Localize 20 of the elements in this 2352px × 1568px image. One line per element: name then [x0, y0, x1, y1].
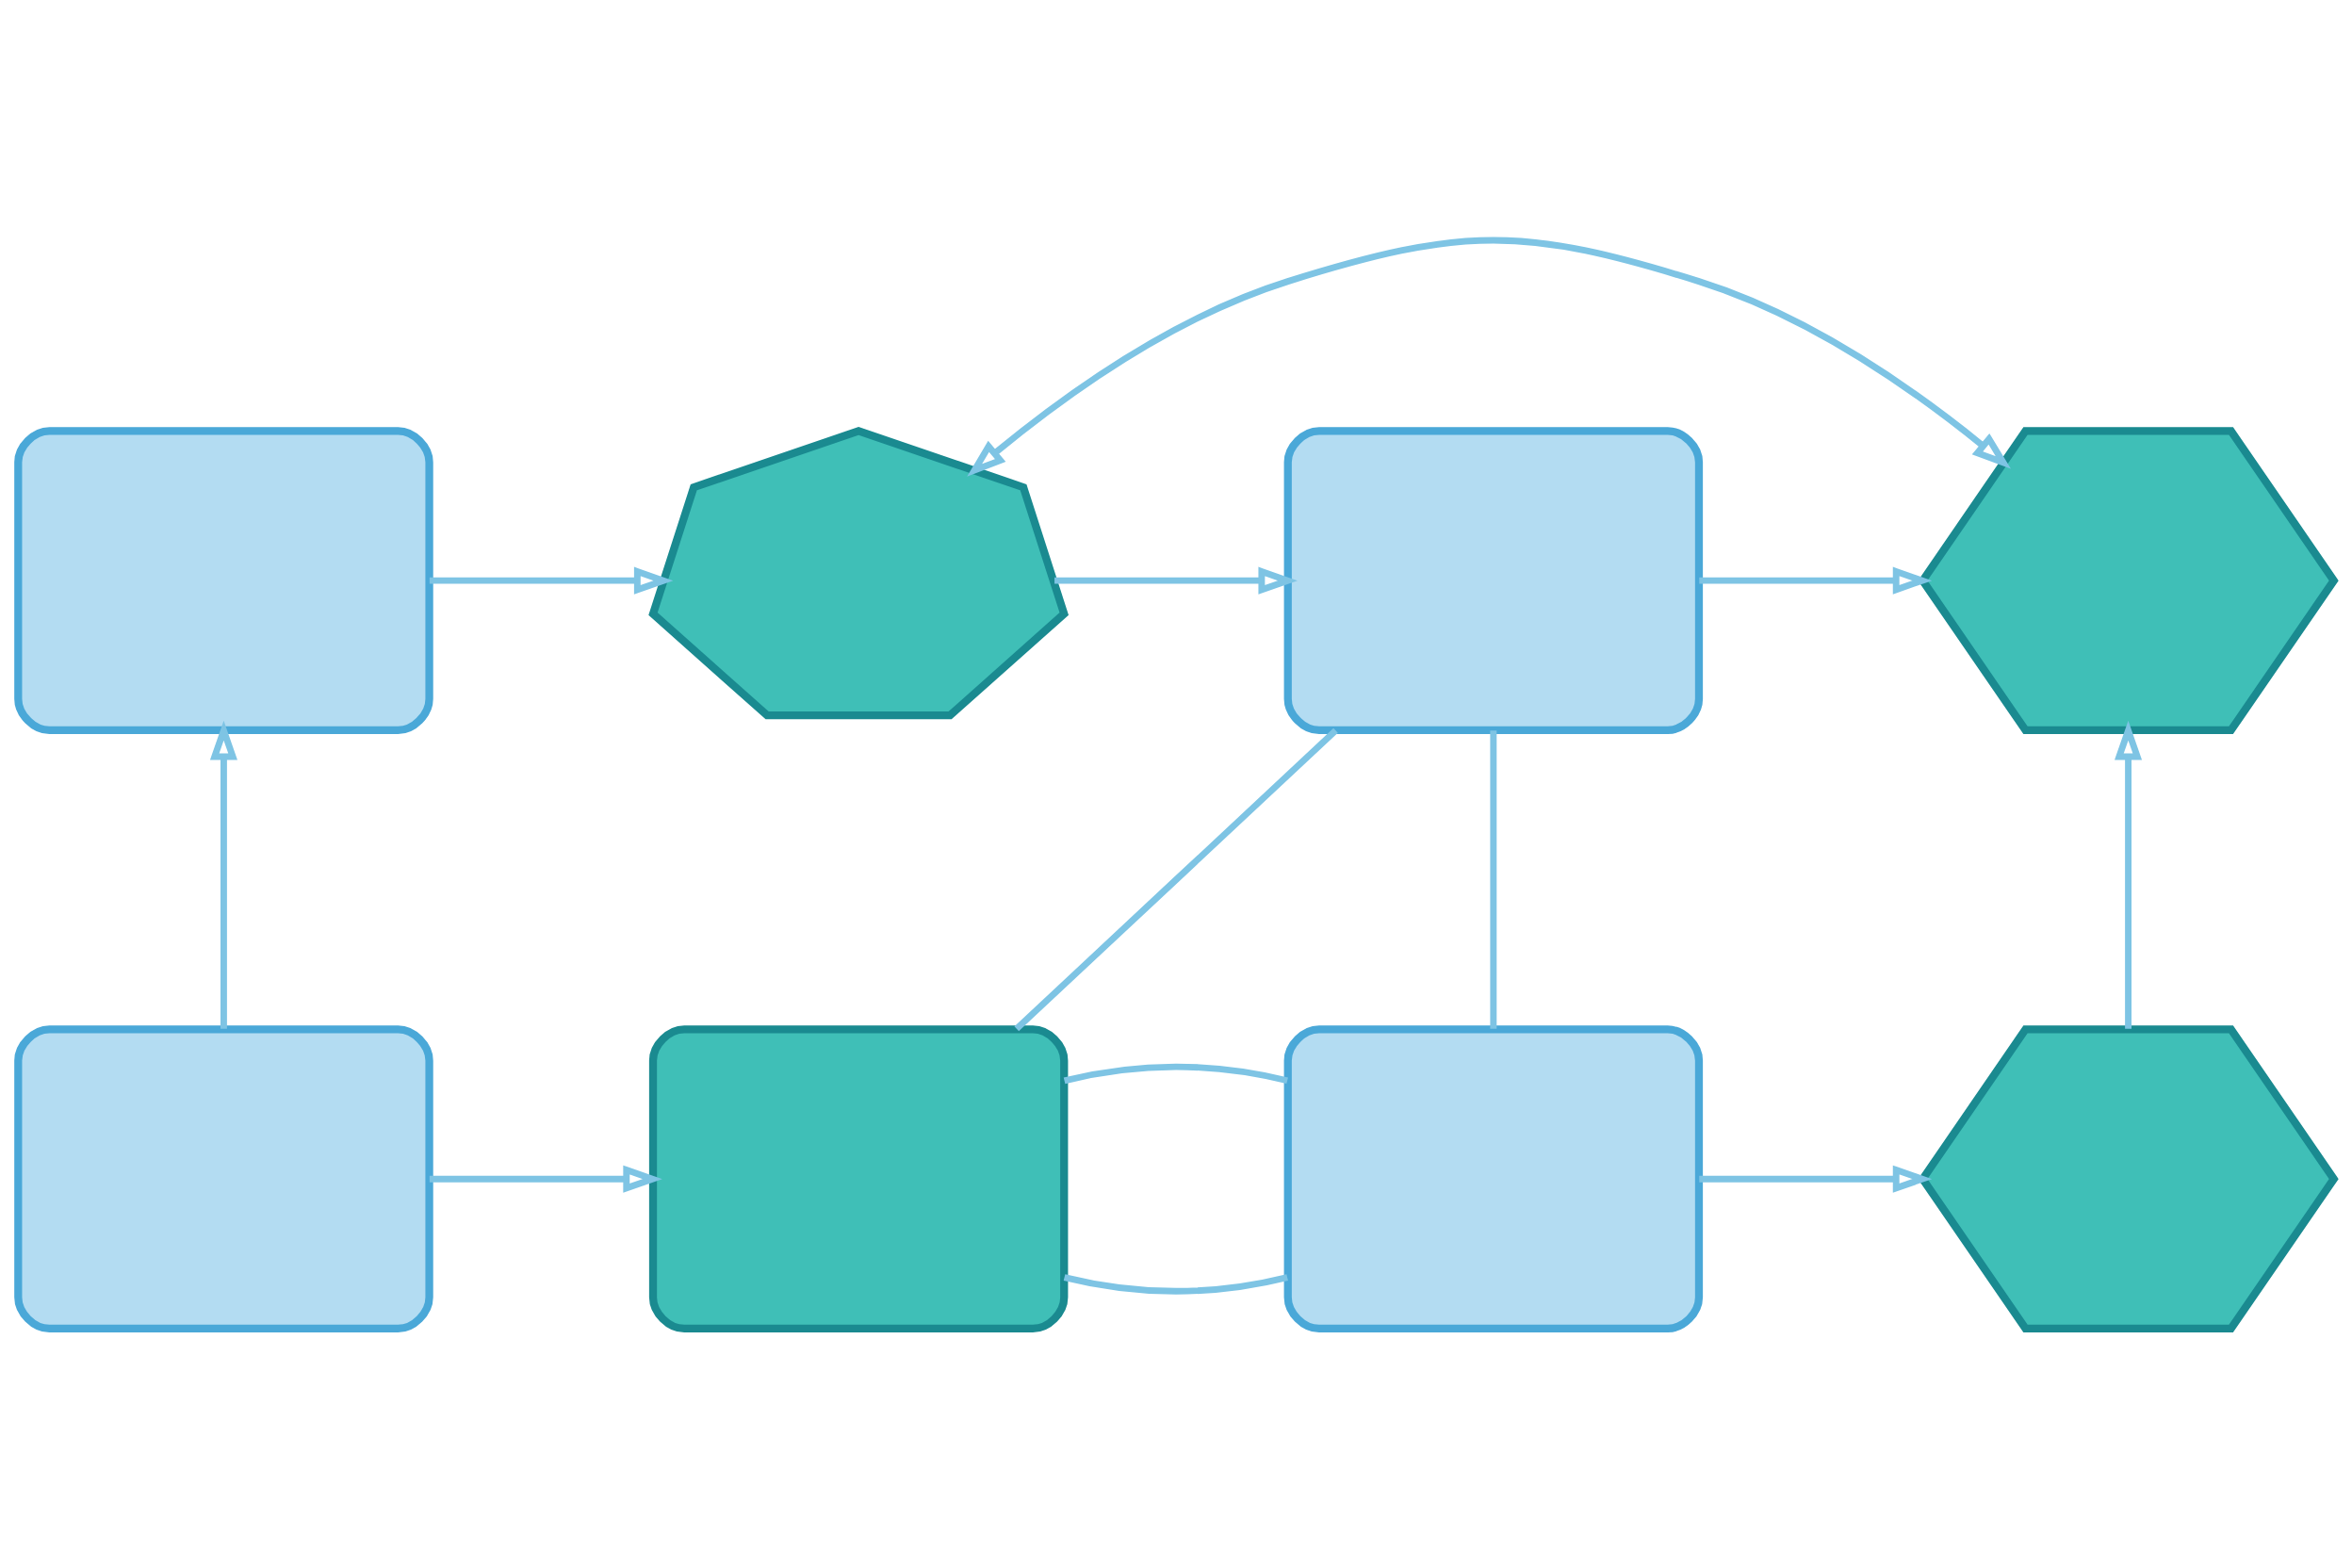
node-heptagon [648, 426, 1070, 719]
node-box [648, 1024, 1069, 1332]
arrow [967, 237, 2011, 477]
connector [1014, 727, 1338, 1031]
arrow [1699, 1165, 1933, 1193]
node-box [14, 426, 433, 734]
arrow [1699, 566, 1933, 595]
node-hexagon [1918, 1024, 2339, 1332]
node-box [1283, 1024, 1704, 1332]
arrow [1054, 566, 1298, 595]
arrow [429, 566, 674, 595]
node-box [1283, 426, 1704, 734]
arrow [429, 1165, 662, 1193]
connector [1490, 729, 1497, 1029]
arrow [2115, 720, 2143, 1029]
node-box [14, 1024, 433, 1332]
connector [1063, 1273, 1288, 1295]
arrow [209, 720, 237, 1029]
connector [1063, 1063, 1288, 1084]
node-hexagon [1918, 426, 2339, 734]
